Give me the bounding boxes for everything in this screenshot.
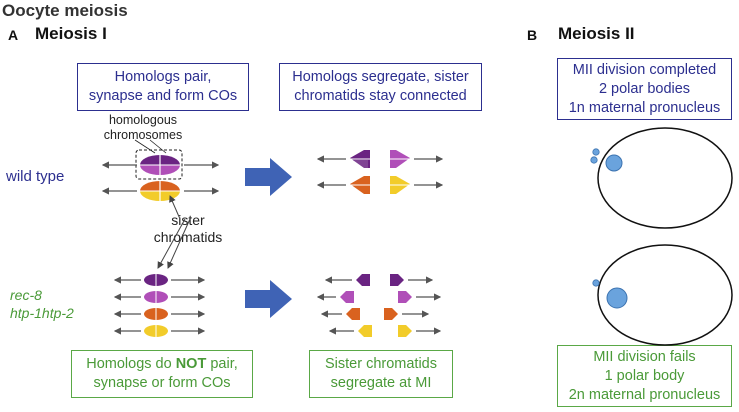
no-pairing-box-line-1: Homologs do NOT pair, <box>86 355 238 374</box>
progression-arrow-wildtype <box>245 158 292 196</box>
homolog-dashed-box <box>135 149 183 180</box>
sister-chromatids-annotation: sister chromatids <box>148 212 228 246</box>
polar-body-2 <box>590 156 598 164</box>
polar-body-single <box>592 279 600 287</box>
progression-arrow-mutant <box>245 280 292 318</box>
no-pairing-box-line-2: synapse or form COs <box>93 375 231 391</box>
panel-b-letter: B <box>527 27 538 43</box>
sister-annotation-line-1: sister <box>171 212 205 228</box>
pairing-box-line-2: synapse and form COs <box>88 88 238 104</box>
maternal-pronucleus-2n <box>606 287 628 309</box>
mutant-label-line-1: rec-8 <box>10 287 42 303</box>
purple-homolog-pair <box>140 154 180 176</box>
mii-fails-line-2: 1 polar body <box>604 367 685 384</box>
wild-type-label: wild type <box>6 168 65 185</box>
mii-fails-line-1: MII division fails <box>593 348 696 365</box>
segregation-box-line-2: chromatids stay connected <box>294 88 467 104</box>
panel-a-heading: Meiosis I <box>35 24 107 43</box>
homologous-annotation-line-1: homologous <box>108 113 178 127</box>
no-pairing-text-before: Homologs do <box>86 356 176 372</box>
not-emphasis: NOT <box>175 356 207 372</box>
pairing-box: Homologs pair, synapse and form COs <box>77 63 249 111</box>
no-pairing-box: Homologs do NOT pair, synapse or form CO… <box>71 350 253 398</box>
sister-segregate-line-2: segregate at MI <box>330 375 432 391</box>
pairing-box-line-1: Homologs pair, <box>114 69 212 85</box>
mii-fails-box: MII division fails 1 polar body 2n mater… <box>557 345 732 407</box>
homologous-chromosomes-annotation: homologous chromosomes <box>98 113 188 143</box>
panel-a-letter: A <box>8 27 19 43</box>
polar-body-1 <box>592 148 600 156</box>
homologous-pointer <box>149 139 167 154</box>
mii-completed-line-1: MII division completed <box>572 61 717 78</box>
unpaired-univalents <box>144 274 168 337</box>
sister-annotation-line-2: chromatids <box>153 229 223 245</box>
sister-chromatid-pointer <box>167 218 191 269</box>
homologous-annotation-line-2: chromosomes <box>103 128 183 142</box>
figure-title: Oocyte meiosis <box>2 1 128 20</box>
oocyte-completed <box>597 127 733 229</box>
homologous-pointer <box>134 139 156 154</box>
sister-chromatid-pointer <box>157 218 186 269</box>
mutant-label-line-2: htp-1htp-2 <box>10 305 74 321</box>
segregation-box: Homologs segregate, sister chromatids st… <box>279 63 482 111</box>
segregated-homologs-wildtype <box>350 150 410 194</box>
no-pairing-text-after: pair, <box>206 356 238 372</box>
panel-b-heading: Meiosis II <box>558 24 635 43</box>
orange-yellow-homolog-pair <box>140 180 180 202</box>
maternal-pronucleus-1n <box>605 154 623 172</box>
sister-segregate-box: Sister chromatids segregate at MI <box>309 350 453 398</box>
sister-chromatid-pointer <box>169 195 181 220</box>
segregation-box-line-1: Homologs segregate, sister <box>292 69 469 85</box>
mutant-label: rec-8 htp-1htp-2 <box>10 286 74 322</box>
mii-fails-line-3: 2n maternal pronucleus <box>568 386 721 403</box>
mii-completed-line-3: 1n maternal pronucleus <box>568 99 721 116</box>
segregated-sister-chromatids <box>340 274 412 337</box>
sister-segregate-line-1: Sister chromatids <box>324 356 437 372</box>
mii-completed-box: MII division completed 2 polar bodies 1n… <box>557 58 732 120</box>
mii-completed-line-2: 2 polar bodies <box>598 80 691 97</box>
oocyte-failed <box>597 244 733 346</box>
